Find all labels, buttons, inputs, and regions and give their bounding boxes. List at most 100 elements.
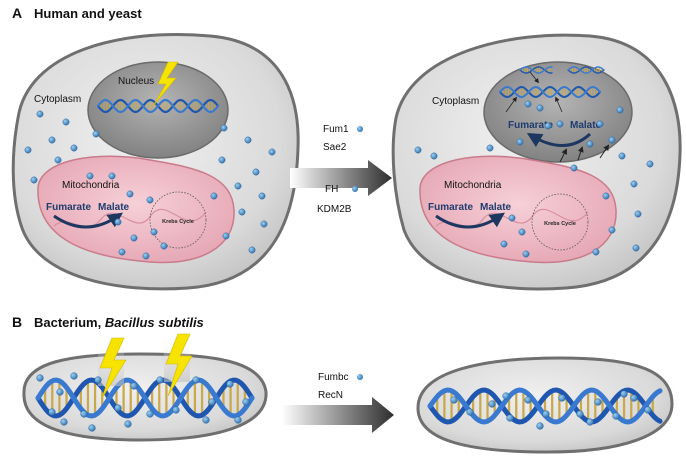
molecule-dot-icon [88,424,96,432]
label-kdm2b: KDM2B [317,204,352,215]
molecule-dot-icon [430,152,438,160]
molecule-dot-icon [202,416,210,424]
molecule-dot-icon [518,228,526,236]
left-nucleus-lightning-bolt-icon [152,61,179,107]
molecule-dot-icon [260,220,268,228]
molecule-dot-icon [500,240,508,248]
molecule-dot-icon [108,172,116,180]
molecule-dot-icon [114,218,122,226]
molecule-dot-icon [506,414,514,422]
molecule-dot-icon [94,376,102,384]
molecule-dot-icon [608,136,616,144]
right-fumarate-label: Fumarate [428,202,473,213]
molecule-dot-icon [226,380,234,388]
molecule-dot-icon [48,408,56,416]
left-cytoplasm-label: Cytoplasm [34,94,81,105]
fh-molecule-dot-icon [352,186,358,192]
molecule-dot-icon [466,408,474,416]
right-mitochondria-label: Mitochondria [444,180,502,191]
molecule-dot-icon [92,130,100,138]
molecule-dot-icon [414,146,422,154]
molecule-dot-icon [220,124,228,132]
panel-a-letter: A [12,5,22,21]
left-fumarate-label: Fumarate [46,202,91,213]
molecule-dot-icon [126,190,134,198]
panel-b-title-prefix: Bacterium, [34,315,105,330]
molecule-dot-icon [630,180,638,188]
molecule-dot-icon [70,144,78,152]
panel-b-title: Bacterium, Bacillus subtilis [34,315,204,330]
molecule-dot-icon [222,232,230,240]
molecule-dot-icon [142,252,150,260]
right-fumarate-to-malate-curved-arrow-icon [435,212,505,229]
right-nucleus-small-arrow-2 [505,96,517,113]
left-bacterium-dna-helix-icon [35,377,255,419]
panel-a-block-arrow-icon [290,160,392,196]
label-recn: RecN [318,390,343,401]
right-nucleus-small-arrow-1 [529,71,539,84]
left-nucleus [87,61,229,159]
left-bacterium [22,332,268,442]
molecule-dot-icon [30,176,38,184]
left-bacterium-lightning-bolt-icon-1 [99,337,127,399]
right-import-arrow-2 [577,146,584,161]
dna-strand [96,98,220,114]
left-cell-molecules [24,110,276,260]
molecule-dot-icon [86,172,94,180]
panel-b-block-arrow-icon [282,397,394,433]
molecule-dot-icon [60,418,68,426]
molecule-dot-icon [508,214,516,222]
dna-strand [499,85,601,99]
left-eukaryotic-cell: Nucleus Cytoplasm Mitochondria Fumarate … [11,33,300,291]
label-fumbc: Fumbc [318,372,349,383]
right-bacterium [416,356,674,454]
right-eukaryotic-cell: Fumarate Malate Cytoplasm Mitochondria F… [391,33,682,291]
molecule-dot-icon [596,120,604,128]
molecule-dot-icon [576,410,584,418]
molecule-dot-icon [594,398,602,406]
right-nucleus-small-arrow-3 [555,96,563,113]
molecule-dot-icon [156,376,164,384]
left-malate-label: Malate [98,202,130,213]
right-import-arrow-1 [559,148,567,163]
right-krebs-cycle-label: Krebs Cycle [544,221,576,227]
molecule-dot-icon [646,160,654,168]
right-nucleus-curved-arrow-icon [526,132,592,148]
right-malate-label: Malate [480,202,512,213]
left-krebs-cycle-ring [149,191,207,249]
molecule-dot-icon [118,248,126,256]
molecule-dot-icon [130,382,138,390]
label-sae2: Sae2 [323,142,347,153]
molecule-dot-icon [536,104,544,112]
right-mitochondrion [419,155,617,264]
fum1-molecule-dot-icon [357,126,363,132]
molecule-dot-icon [150,228,158,236]
right-cytoplasm-label: Cytoplasm [432,96,479,107]
molecule-dot-icon [54,156,62,164]
molecule-dot-icon [516,138,524,146]
right-cell-molecules [414,100,654,258]
fumbc-molecule-dot-icon [357,374,363,380]
left-nucleus-dna-helix-icon [96,98,220,114]
panel-b-letter: B [12,314,22,330]
molecule-dot-icon [218,156,226,164]
panel-b: B Bacterium, Bacillus subtilis Fumbc Rec… [12,314,674,454]
label-fum1: Fum1 [323,124,349,135]
molecule-dot-icon [524,100,532,108]
molecule-dot-icon [130,234,138,242]
right-nucleus-malate-label: Malate [570,120,602,131]
molecule-dot-icon [632,244,640,252]
panel-a: A Human and yeast Nucleus Cytoplasm Mito… [11,5,682,291]
molecule-dot-icon [146,410,154,418]
molecule-dot-icon [238,208,246,216]
molecule-dot-icon [634,210,642,218]
molecule-dot-icon [570,164,578,172]
molecule-dot-icon [608,226,616,234]
molecule-dot-icon [124,420,132,428]
molecule-dot-icon [114,404,122,412]
molecule-dot-icon [210,192,218,200]
molecule-dot-icon [586,140,594,148]
molecule-dot-icon [524,396,532,404]
molecule-dot-icon [48,136,56,144]
molecule-dot-icon [602,192,610,200]
